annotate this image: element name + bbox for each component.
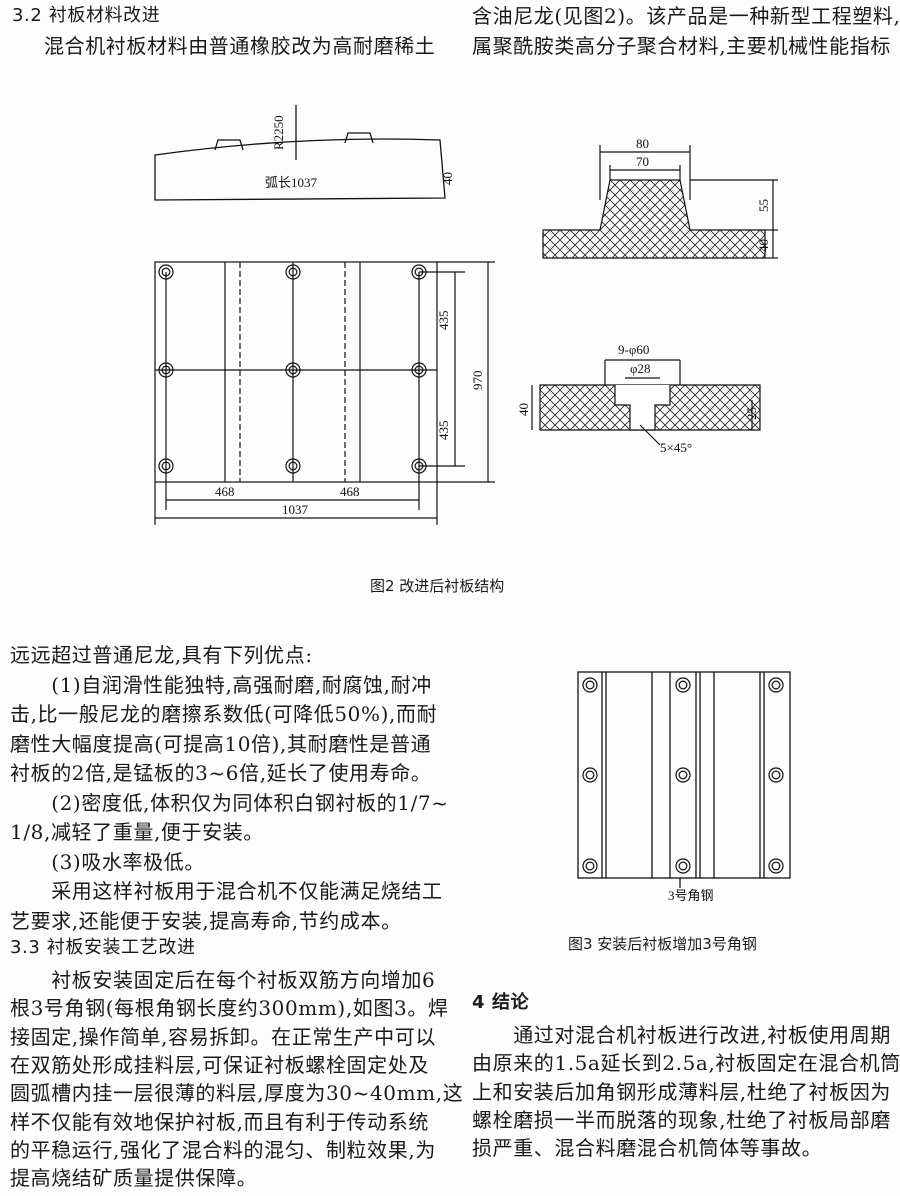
body-line: (3)吸水率极低。	[10, 850, 205, 874]
radius-label: R2250	[271, 115, 286, 150]
t-section	[542, 145, 778, 259]
body-line: 混合机衬板材料由普通橡胶改为高耐磨稀土	[44, 34, 436, 58]
dim-chamfer: 5×45°	[660, 440, 692, 455]
bolt-hole-icon	[768, 858, 784, 874]
body-line: 属聚酰胺类高分子聚合材料,主要机械性能指标	[472, 34, 891, 58]
dim-970: 970	[470, 371, 485, 391]
figure-2-caption: 图2 改进后衬板结构	[370, 577, 505, 595]
bolt-holes	[158, 264, 427, 474]
body-line: 提高烧结矿质量提供保障。	[10, 1166, 258, 1190]
dim-1037: 1037	[282, 502, 309, 517]
bolt-hole-icon	[411, 264, 427, 280]
body-line: 由原来的1.5a延长到2.5a,衬板固定在混合机筒体	[472, 1051, 900, 1075]
body-line: 上和安装后加角钢形成薄料层,杜绝了衬板因为	[472, 1080, 891, 1104]
body-line: 样不仅能有效地保护衬板,而且有利于传动系统	[10, 1110, 429, 1134]
side-profile	[154, 105, 446, 201]
bolt-hole-icon	[771, 861, 781, 871]
bolt-hole-icon	[288, 461, 298, 471]
bolt-hole-icon	[158, 362, 174, 378]
bolt-hole-icon	[285, 362, 301, 378]
bolt-hole-icon	[678, 770, 688, 780]
bolt-hole-icon	[585, 680, 595, 690]
angle-steel-label: 3号角钢	[668, 888, 714, 903]
dim-435-bottom: 435	[436, 421, 451, 441]
bolt-hole-icon	[585, 861, 595, 871]
section-3-3-heading: 3.3 衬板安装工艺改进	[10, 937, 196, 958]
dim-section-25: 25	[744, 407, 759, 420]
body-line: 螺栓磨损一半而脱落的现象,杜绝了衬板局部磨	[472, 1108, 891, 1132]
dim-55: 55	[756, 199, 771, 212]
bolt-hole-icon	[414, 267, 424, 277]
bolt-hole-icon	[585, 770, 595, 780]
bolt-hole-icon	[288, 267, 298, 277]
body-line: 接固定,操作简单,容易拆卸。在正常生产中可以	[10, 1025, 436, 1049]
figure-2-diagram: R2250 弧长1037 40 435 435 970 468 468 1037	[154, 105, 778, 525]
bolt-hole-icon	[158, 264, 174, 280]
bolt-hole-icon	[288, 365, 298, 375]
dim-80: 80	[636, 136, 649, 151]
bolt-hole-icon	[414, 461, 424, 471]
body-line: 远远超过普通尼龙,具有下列优点:	[10, 643, 313, 667]
dim-bore: φ28	[630, 361, 651, 376]
bolt-hole-icon	[285, 264, 301, 280]
body-line: 的平稳运行,强化了混合料的混匀、制粒效果,为	[10, 1138, 436, 1162]
body-line: 含油尼龙(见图2)。该产品是一种新型工程塑料,	[472, 4, 900, 28]
body-line: 衬板安装固定后在每个衬板双筋方向增加6	[10, 968, 436, 992]
dim-468-left: 468	[215, 484, 235, 499]
bolt-hole-icon	[411, 362, 427, 378]
figure-3-diagram: 3号角钢	[577, 671, 791, 903]
bolt-hole-icon	[582, 858, 598, 874]
bolt-hole-icon	[582, 767, 598, 783]
body-line: (1)自润滑性能独特,高强耐磨,耐腐蚀,耐冲	[10, 673, 432, 697]
body-line: 根3号角钢(每根角钢长度约300mm),如图3。焊	[10, 996, 449, 1020]
body-line: 1/8,减轻了重量,便于安装。	[10, 820, 264, 844]
arc-label: 弧长1037	[265, 175, 318, 190]
dim-70: 70	[636, 154, 649, 169]
dim-holes: 9-φ60	[618, 342, 649, 357]
bolt-hole-icon	[768, 767, 784, 783]
bolt-hole-icon	[161, 365, 171, 375]
bolt-hole-icon	[582, 677, 598, 693]
bolt-hole-icon	[678, 680, 688, 690]
bolt-section	[531, 359, 761, 446]
body-line: 通过对混合机衬板进行改进,衬板使用周期	[472, 1023, 891, 1047]
bolt-hole-icon	[771, 680, 781, 690]
body-line: 损严重、混合料磨混合机筒体等事故。	[472, 1136, 823, 1160]
dim-40: 40	[756, 239, 771, 252]
bolt-hole-icon	[675, 767, 691, 783]
bolt-hole-icon	[285, 458, 301, 474]
section-3-2-heading: 3.2 衬板材料改进	[12, 5, 161, 26]
body-line: 在双筋处形成挂料层,可保证衬板螺栓固定处及	[10, 1053, 429, 1077]
dim-section-40: 40	[516, 403, 531, 416]
body-line: 圆弧槽内挂一层很薄的料层,厚度为30~40mm,这	[10, 1081, 464, 1105]
body-line: 磨性大幅度提高(可提高10倍),其耐磨性是普通	[10, 732, 432, 756]
bolt-hole-icon	[678, 861, 688, 871]
body-line: (2)密度低,体积仅为同体积白钢衬板的1/7~	[10, 791, 449, 815]
bolt-hole-icon	[161, 461, 171, 471]
body-line: 艺要求,还能便于安装,提高寿命,节约成本。	[10, 909, 402, 933]
bolt-hole-icon	[411, 458, 427, 474]
body-line: 采用这样衬板用于混合机不仅能满足烧结工	[10, 879, 443, 903]
bolt-hole-icon	[675, 858, 691, 874]
thickness-label: 40	[440, 172, 455, 185]
body-line: 击,比一般尼龙的磨擦系数低(可降低50%),而耐	[10, 702, 438, 726]
bolt-hole-icon	[414, 365, 424, 375]
body-line: 衬板的2倍,是锰板的3~6倍,延长了使用寿命。	[10, 761, 432, 785]
plan-view	[154, 261, 495, 525]
bolt-hole-icon	[158, 458, 174, 474]
bolt-hole-icon	[161, 267, 171, 277]
section-4-heading: 4 结论	[472, 992, 530, 1013]
dim-468-right: 468	[340, 484, 360, 499]
bolt-holes	[582, 677, 784, 874]
bolt-hole-icon	[771, 770, 781, 780]
dim-435-top: 435	[436, 311, 451, 331]
bolt-hole-icon	[768, 677, 784, 693]
bolt-hole-icon	[675, 677, 691, 693]
figure-3-caption: 图3 安装后衬板增加3号角钢	[568, 935, 757, 953]
